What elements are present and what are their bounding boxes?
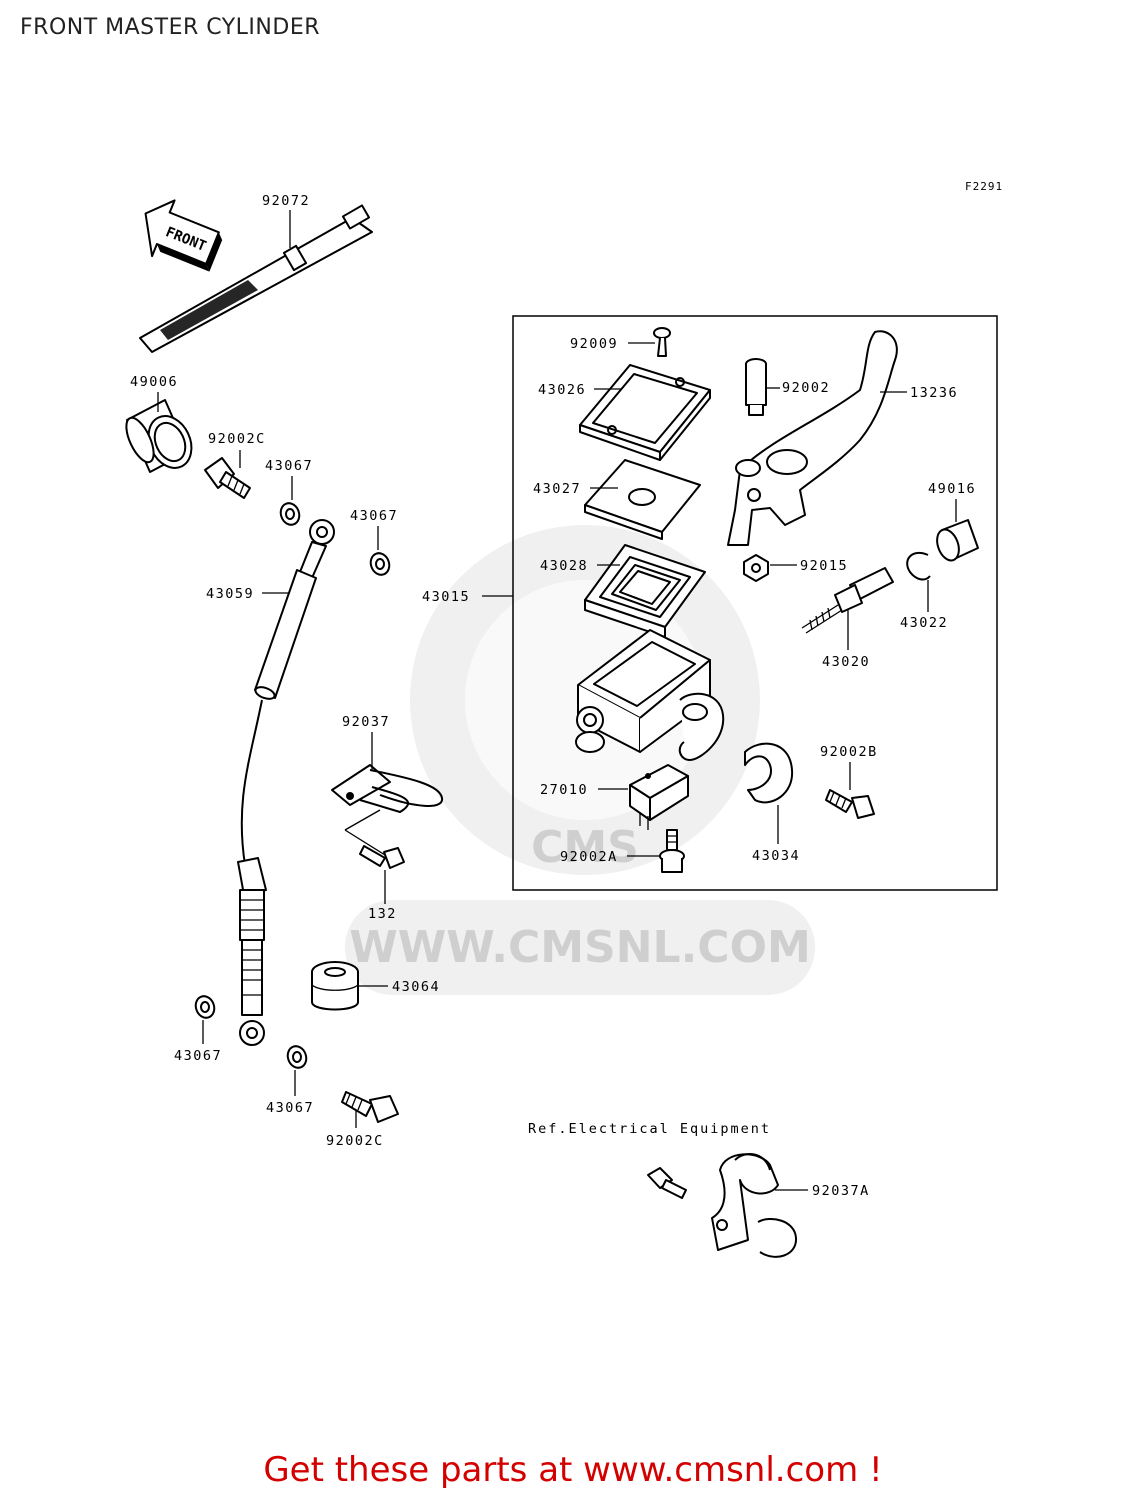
part-43067-washer-c — [194, 995, 216, 1019]
label-43020: 43020 — [822, 654, 870, 670]
part-43067-washer-a — [279, 502, 301, 526]
part-92037a-bracket — [647, 1153, 798, 1258]
parts-diagram: CMS WWW.CMSNL.COM F2291 FRONT 92072 4900… — [125, 180, 1003, 1258]
part-92009-screw — [653, 327, 671, 357]
part-27010-brake-switch — [629, 764, 689, 830]
page-title: FRONT MASTER CYLINDER — [20, 15, 321, 40]
label-49006: 49006 — [130, 374, 178, 390]
part-92015-nut — [743, 554, 769, 582]
label-92002c-bottom: 92002C — [326, 1133, 384, 1149]
part-92002-pivot-bolt — [745, 358, 767, 416]
label-49016: 49016 — [928, 481, 976, 497]
label-43067-c: 43067 — [174, 1048, 222, 1064]
part-43027-diaphragm-plate — [584, 459, 701, 540]
assembly-43015-box — [512, 315, 998, 891]
label-43026: 43026 — [538, 382, 586, 398]
part-49016-dust-boot — [936, 519, 979, 562]
label-92037: 92037 — [342, 714, 390, 730]
label-43067-a: 43067 — [265, 458, 313, 474]
label-132: 132 — [368, 906, 397, 922]
part-92037-hose-clamp — [331, 764, 443, 813]
label-13236: 13236 — [910, 385, 958, 401]
part-92002a-screw — [659, 829, 685, 873]
part-43064-grommet — [311, 961, 359, 1011]
label-43022: 43022 — [900, 615, 948, 631]
label-92002a: 92002A — [560, 849, 618, 865]
part-43020-piston-kit — [801, 567, 894, 634]
label-92002: 92002 — [782, 380, 830, 396]
part-13236-brake-lever — [727, 330, 898, 546]
label-27010: 27010 — [540, 782, 588, 798]
part-92002b-bolt — [825, 789, 875, 819]
label-92002b: 92002B — [820, 744, 878, 760]
part-43034-holder-clamp — [744, 742, 794, 804]
part-92002c-banjo-bolt-bottom — [341, 1091, 399, 1123]
label-43028: 43028 — [540, 558, 588, 574]
part-49006-boot — [125, 399, 193, 473]
label-43064: 43064 — [392, 979, 440, 995]
label-92072: 92072 — [262, 193, 310, 209]
label-43067-b: 43067 — [350, 508, 398, 524]
watermark-brand: CMS — [531, 822, 639, 873]
label-43034: 43034 — [752, 848, 800, 864]
front-direction-arrow: FRONT — [144, 199, 223, 272]
label-92015: 92015 — [800, 558, 848, 574]
watermark-url: WWW.CMSNL.COM — [349, 922, 811, 973]
part-92072-cable-tie — [139, 204, 373, 353]
label-43059: 43059 — [206, 586, 254, 602]
label-92002c-top: 92002C — [208, 431, 266, 447]
part-92002c-banjo-bolt-top — [204, 457, 251, 499]
footer-cta-link[interactable]: Get these parts at www.cmsnl.com ! — [263, 1450, 883, 1490]
label-43015: 43015 — [422, 589, 470, 605]
part-43059-brake-hose — [237, 519, 335, 1046]
label-92037a: 92037A — [812, 1183, 870, 1199]
part-43067-washer-b — [369, 552, 391, 576]
reference-note: Ref.Electrical Equipment — [528, 1121, 771, 1137]
label-43027: 43027 — [533, 481, 581, 497]
part-132-bolt — [359, 845, 405, 869]
part-43026-reservoir-cap — [579, 364, 711, 461]
label-43067-d: 43067 — [266, 1100, 314, 1116]
label-92009: 92009 — [570, 336, 618, 352]
figure-code: F2291 — [965, 180, 1003, 193]
part-43022-circlip — [906, 552, 931, 581]
part-43067-washer-d — [286, 1045, 308, 1069]
part-master-cylinder-body — [575, 629, 725, 761]
